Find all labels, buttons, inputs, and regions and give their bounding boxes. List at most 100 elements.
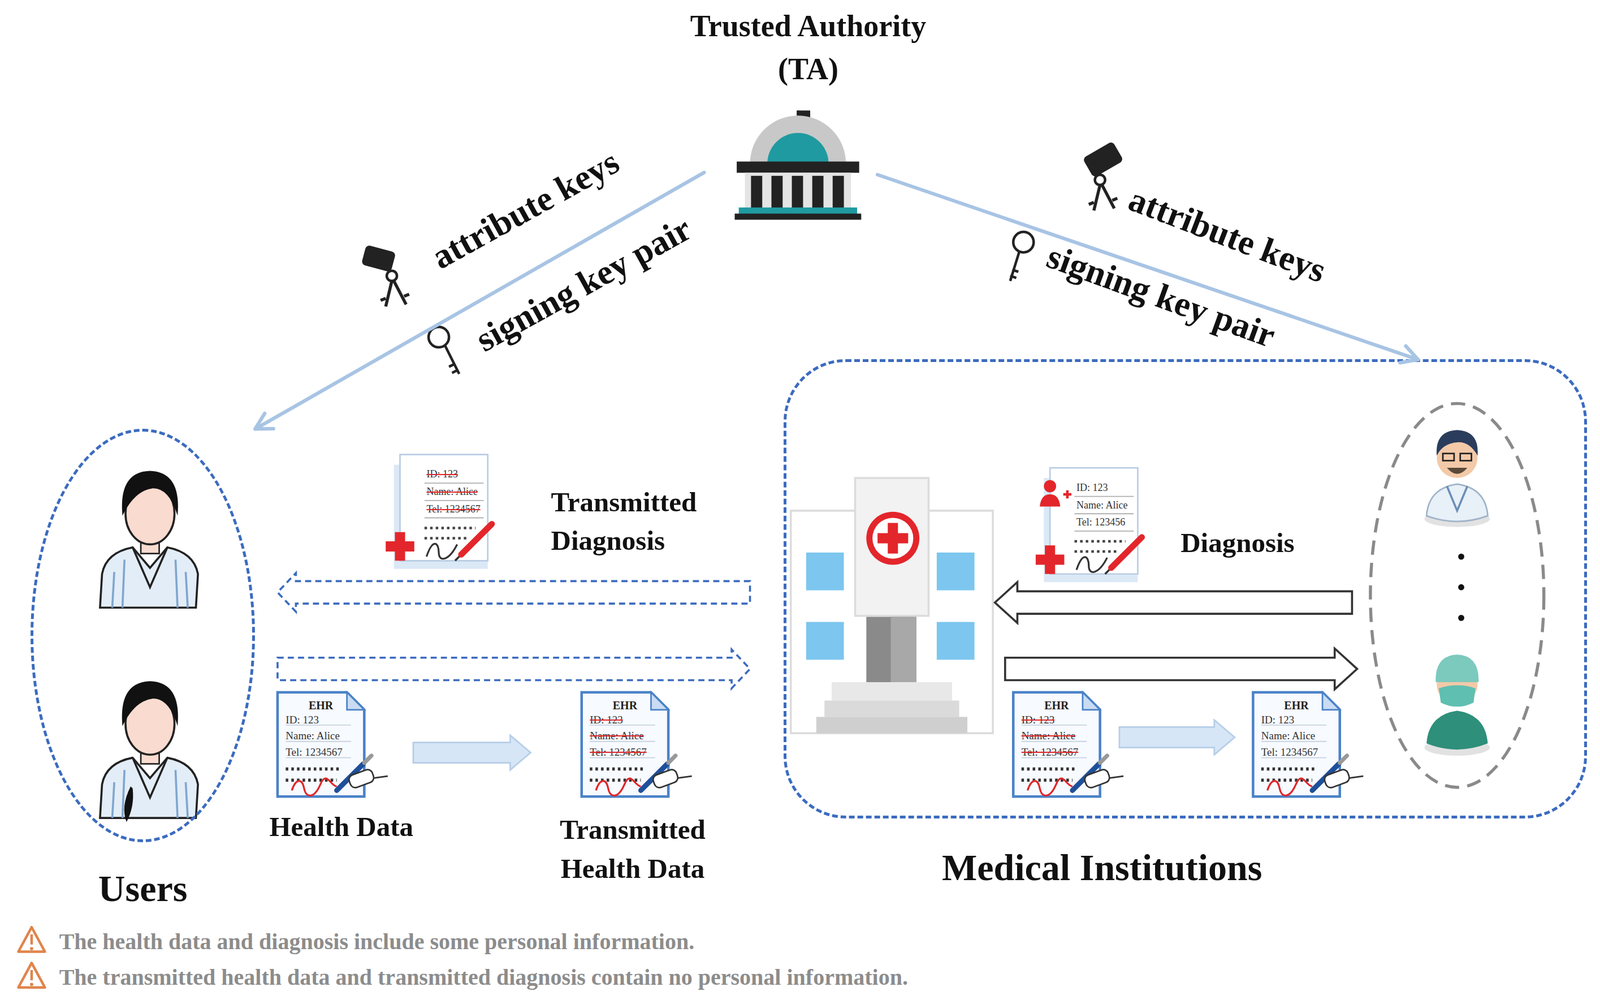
surgeon-icon [1426,710,1488,750]
key-icons [444,344,460,374]
doc-field: Name: Alice [1076,499,1128,512]
doc-field: Tel: 1234567 [285,745,343,759]
ponytail [124,785,134,822]
patient-mark [1039,480,1072,507]
ehr-document-icon [1013,692,1124,797]
doc-field: Tel: 1234567 [426,503,480,516]
authority-building [736,161,860,174]
doc-field: Name: Alice [1261,729,1316,743]
doc-title: EHR [277,698,365,712]
warning-icon [29,946,34,950]
surgeon-icon [1424,654,1491,756]
doc-caption: Transmitted Health Data [541,810,725,888]
diagnosis-document: ID: 123Name: AliceTel: 123456Diagnosis [1035,467,1144,582]
authority-building [745,172,852,210]
doc-field: ID: 123 [1021,713,1055,727]
doc-field: Name: Alice [426,485,478,499]
doc-field: ID: 123 [589,713,624,727]
key-icons [361,244,397,273]
hospital-building [816,716,968,733]
user-icon [100,470,198,608]
doc-field: ID: 123 [1076,481,1109,495]
warning-icon [30,933,34,945]
ehr-document: EHRID: 123Name: AliceTel: 1234567 [1252,692,1340,797]
hospital-building [790,510,993,733]
doc-title: EHR [1013,698,1100,712]
hospital-building [824,700,959,717]
ellipsis-dot [1458,614,1465,621]
doc-caption: Diagnosis [1180,526,1295,560]
authority-building [767,132,829,164]
patient-mark [1063,490,1072,499]
node-heading: Trusted Authority (TA) [660,5,957,91]
warning-icon [18,926,45,951]
authority-building [750,175,763,209]
authority-building [832,175,845,209]
ehr-document: EHRID: 123Name: AliceTel: 1234567Transmi… [581,692,669,797]
key-icons [1088,184,1118,211]
doc-field: ID: 123 [1261,713,1295,727]
node-heading: Users [10,865,276,911]
warning-icon [18,962,45,987]
doctor-icon [1424,429,1491,527]
doc-field: Name: Alice [1021,729,1076,743]
doctor-icon [1436,429,1478,456]
hospital-building [866,616,916,683]
hospital-building [891,616,917,683]
ehr-document: EHRID: 123Name: AliceTel: 1234567Health … [277,692,365,797]
hospital-building [806,552,845,591]
hollow-arrow [995,581,1353,623]
doctor-icon [1442,453,1455,461]
hospital-building [866,511,920,565]
transform-arrow [413,734,531,770]
doc-title: EHR [581,698,669,712]
doctor-icon [1460,453,1472,461]
ellipsis-dot [1458,584,1465,591]
doc-field: Tel: 1234567 [1021,745,1079,759]
doc-field: Name: Alice [285,729,340,743]
hospital-building [872,517,914,559]
ehr-document-icon [1252,692,1364,797]
doc-title: EHR [1252,698,1340,712]
key-icons [1095,174,1106,185]
transmission-arrow [277,572,751,612]
key-icons [1013,231,1034,253]
key-distribution-arrow [254,172,704,429]
authority-building [771,175,783,209]
doctor-icon [1446,486,1468,511]
hospital-building [936,552,975,591]
authority-building [812,175,824,209]
footnote: The health data and diagnosis include so… [59,927,695,955]
user-icon [100,680,198,818]
surgeon-icon [1438,684,1476,707]
hospital-building [854,477,929,616]
doc-caption: Transmitted Diagnosis [551,482,741,561]
transform-arrow [1119,719,1235,755]
ehr-document-icon [277,692,388,797]
doctor-group-outline [1370,403,1545,787]
diagnosis-document-icon [385,454,492,569]
key-icons [1010,251,1020,281]
authority-building [750,115,847,164]
doc-field: Tel: 123456 [1076,516,1126,529]
key-icons [386,270,397,281]
surgeon-icon [1435,654,1479,682]
hospital-building [877,533,908,544]
patient-mark [1043,480,1057,493]
doc-field: Tel: 1234567 [1261,745,1319,759]
ehr-document-icon [581,692,693,797]
hospital-building [831,681,953,700]
authority-building [734,213,862,220]
key-icons [428,326,449,348]
user-group: Users [30,428,255,842]
doc-field: ID: 123 [426,468,458,481]
doc-caption: Health Data [257,810,426,844]
doc-field: Name: Alice [589,729,644,743]
institution-group: Medical InstitutionsID: 123Name: AliceTe… [783,359,1587,819]
diagnosis-document-icon [1035,467,1143,582]
warning-icon [30,969,34,980]
patient-mark [1039,494,1061,507]
ellipsis-dot [1458,553,1465,560]
